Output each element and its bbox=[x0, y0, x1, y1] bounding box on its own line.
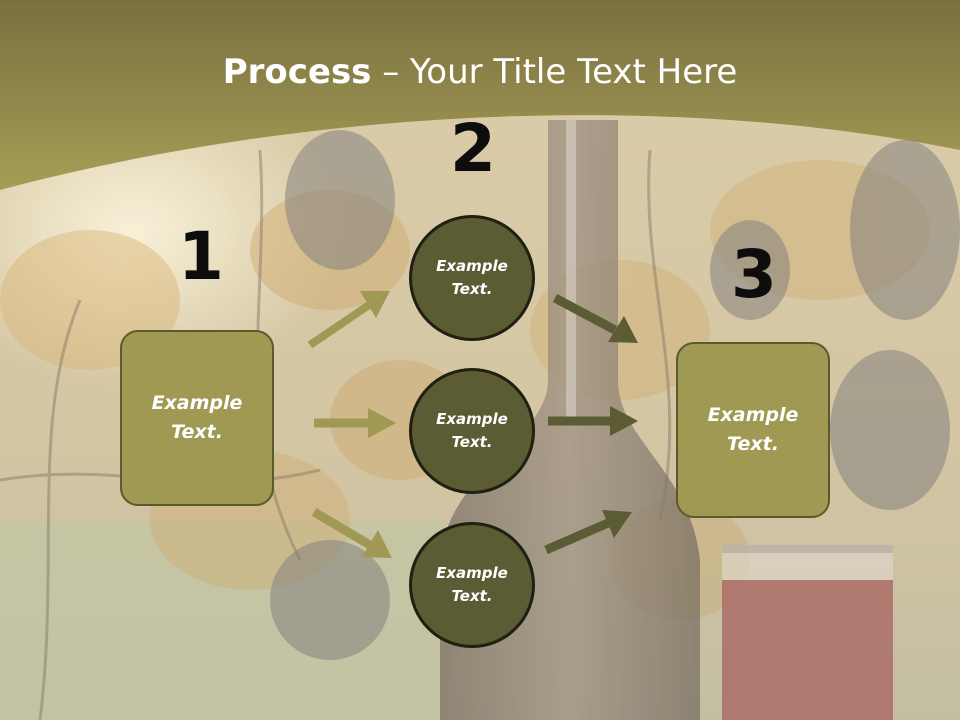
arrow-circle-top-to-box3 bbox=[552, 294, 638, 343]
arrow-box1-to-circle-middle bbox=[314, 408, 396, 438]
step-box-3[interactable]: Example Text. bbox=[676, 342, 830, 518]
title-regular: – Your Title Text Here bbox=[371, 52, 738, 92]
step-circle-top-label: Example Text. bbox=[436, 257, 508, 298]
step-circle-middle[interactable]: Example Text. bbox=[409, 368, 535, 494]
step-circle-top[interactable]: Example Text. bbox=[409, 215, 535, 341]
slide-title: Process – Your Title Text Here bbox=[0, 52, 960, 92]
arrow-box1-to-circle-top bbox=[307, 291, 390, 349]
arrow-box1-to-circle-bottom bbox=[311, 508, 392, 558]
step-box-3-label: Example Text. bbox=[707, 404, 799, 455]
arrow-circle-middle-to-box3 bbox=[548, 406, 638, 436]
step-circle-bottom[interactable]: Example Text. bbox=[409, 522, 535, 648]
step-number-2: 2 bbox=[450, 110, 496, 187]
step-number-3: 3 bbox=[731, 236, 777, 313]
title-bold: Process bbox=[222, 52, 372, 92]
step-box-1-label: Example Text. bbox=[151, 392, 243, 443]
step-number-1: 1 bbox=[178, 218, 224, 295]
step-circle-middle-label: Example Text. bbox=[436, 410, 508, 451]
step-circle-bottom-label: Example Text. bbox=[436, 564, 508, 605]
arrow-circle-bottom-to-box3 bbox=[544, 510, 632, 555]
step-box-1[interactable]: Example Text. bbox=[120, 330, 274, 506]
